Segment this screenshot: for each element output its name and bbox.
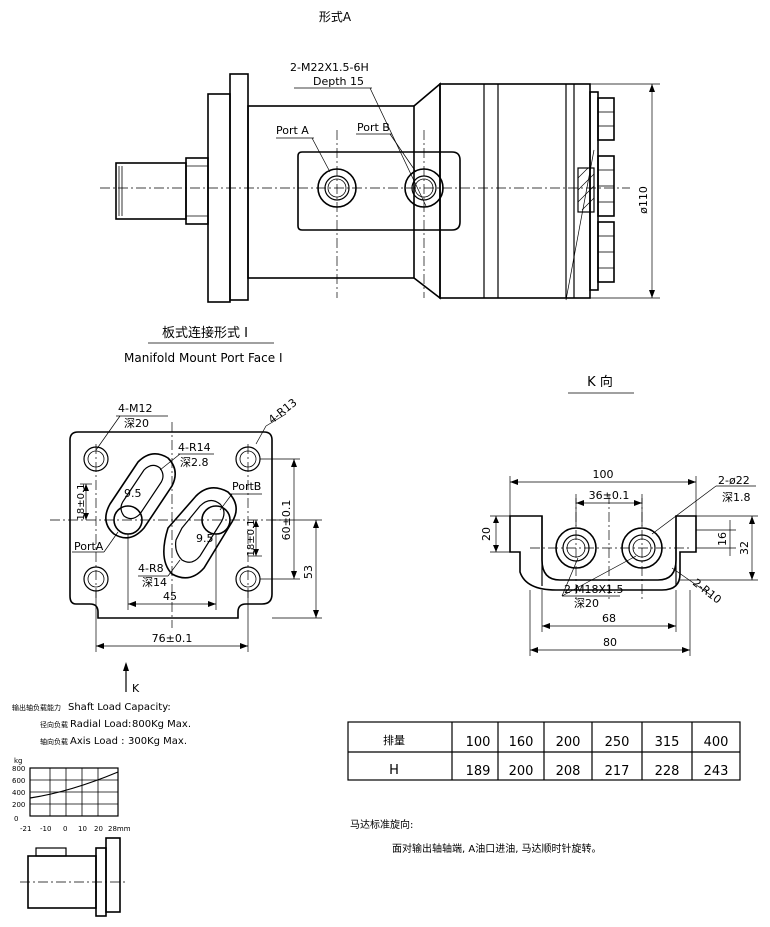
table-cell-208: 208 xyxy=(556,764,581,779)
xtick-20: 20 xyxy=(94,825,103,833)
shaft xyxy=(115,162,187,220)
radial-en: Radial Load: xyxy=(70,719,131,730)
diameter-110: ø110 xyxy=(637,186,650,214)
load-title-cn: 输出轴负载能力 xyxy=(12,703,61,712)
label-depth-14: 深14 xyxy=(142,576,167,589)
port-a-label: Port A xyxy=(276,124,309,137)
table-header-250: 250 xyxy=(605,735,630,750)
label-2-r10: 2-R10 xyxy=(690,576,724,606)
dim-76: 76±0.1 xyxy=(152,632,193,645)
mount-flange xyxy=(207,93,231,303)
rotation-text: 面对输出轴轴端, A油口进油, 马达顺时针旋转。 xyxy=(392,842,602,855)
manifold-title-en: Manifold Mount Port Face Ⅰ xyxy=(124,351,283,365)
label-depth-28: 深2.8 xyxy=(180,456,209,469)
label-4-r8: 4-R8 xyxy=(138,562,164,575)
table-header-200: 200 xyxy=(556,735,581,750)
label-2-d22: 2-ø22 xyxy=(718,474,750,487)
xtick-0: 0 xyxy=(63,825,67,833)
slot-b-outer xyxy=(163,487,237,579)
motor-housing xyxy=(439,83,591,299)
shaft-sketch xyxy=(20,837,128,917)
table-row-label: H xyxy=(389,763,399,778)
dim-80: 80 xyxy=(603,636,617,649)
axis-en: Axis Load : xyxy=(70,736,124,747)
top-title: 形式A xyxy=(319,10,352,24)
axis-val: 300Kg Max. xyxy=(128,736,187,747)
table-cell-228: 228 xyxy=(655,764,680,779)
table-header-400: 400 xyxy=(704,735,729,750)
xtick-n21: -21 xyxy=(20,825,31,833)
ytick-0: 0 xyxy=(14,815,18,823)
dim-36: 36±0.1 xyxy=(589,489,630,502)
dim-32: 32 xyxy=(738,541,751,555)
manifold-face: 60±0.1 53 18±0.1 18±0.1 45 76±0.1 xyxy=(50,396,322,695)
displacement-table: 排量 100 160 200 250 315 400 H 189 200 208… xyxy=(347,721,741,781)
dim-18-left: 18±0.1 xyxy=(76,483,87,520)
xtick-10: 10 xyxy=(78,825,87,833)
xtick-n10: -10 xyxy=(40,825,51,833)
motor-body xyxy=(247,105,415,279)
k-arrow-label: K xyxy=(132,682,140,695)
xtick-28: 28mm xyxy=(108,825,131,833)
table-header-160: 160 xyxy=(509,735,534,750)
ytick-400: 400 xyxy=(12,789,25,797)
label-port-b: PortB xyxy=(232,480,261,493)
side-view: ø110 2-M22X1.5-6H Depth 15 Port A Port B xyxy=(100,61,660,303)
table-header-label: 排量 xyxy=(383,733,405,747)
label-m18: 2-M18X1.5 xyxy=(564,583,624,596)
table-header-100: 100 xyxy=(466,735,491,750)
unit-kg: kg xyxy=(14,757,23,765)
table-cell-189: 189 xyxy=(466,764,491,779)
label-depth-20: 深20 xyxy=(124,417,149,430)
ytick-800: 800 xyxy=(12,765,25,773)
table-header-315: 315 xyxy=(655,735,680,750)
thread-label: 2-M22X1.5-6H xyxy=(290,61,369,74)
dim-68: 68 xyxy=(602,612,616,625)
label-4-r13: 4-R13 xyxy=(266,396,300,426)
label-port-a: PortA xyxy=(74,540,104,553)
k-view-title: K 向 xyxy=(587,374,613,390)
radial-val: 800Kg Max. xyxy=(132,719,191,730)
port-b-label: Port B xyxy=(357,121,390,134)
label-9-5-b: 9.5 xyxy=(196,532,214,545)
radial-cn: 径向负载 xyxy=(40,720,68,729)
table-cell-217: 217 xyxy=(605,764,630,779)
dim-100: 100 xyxy=(593,468,614,481)
manifold-title-cn: 板式连接形式 Ⅰ xyxy=(162,325,248,341)
load-title-en: Shaft Load Capacity: xyxy=(68,702,171,713)
ytick-600: 600 xyxy=(12,777,25,785)
k-view-body xyxy=(509,515,697,591)
k-view: K 向 100 36±0.1 20 xyxy=(480,374,758,656)
manifold-outline xyxy=(69,431,273,619)
dim-53: 53 xyxy=(302,565,315,579)
label-depth-20-k: 深20 xyxy=(574,597,599,610)
bolt-top xyxy=(597,97,615,141)
dim-45: 45 xyxy=(163,590,177,603)
axis-cn: 轴向负载 xyxy=(40,737,68,746)
table-cell-243: 243 xyxy=(704,764,729,779)
dim-16: 16 xyxy=(716,532,729,546)
shaft-load-section: 输出轴负载能力 Shaft Load Capacity: 径向负载 Radial… xyxy=(12,702,191,917)
depth-label: Depth 15 xyxy=(313,75,364,88)
dim-20: 20 xyxy=(480,527,493,541)
table-cell-200: 200 xyxy=(509,764,534,779)
label-9-5-a: 9.5 xyxy=(124,487,142,500)
label-4-r14: 4-R14 xyxy=(178,441,211,454)
load-chart: 800 600 400 200 0 -21 -10 0 10 20 28mm xyxy=(12,765,131,833)
label-4-m12: 4-M12 xyxy=(118,402,152,415)
ytick-200: 200 xyxy=(12,801,25,809)
label-depth-1-8: 深1.8 xyxy=(722,491,751,504)
dim-18-right: 18±0.1 xyxy=(246,519,257,556)
rotation-title: 马达标准旋向: xyxy=(350,818,413,831)
